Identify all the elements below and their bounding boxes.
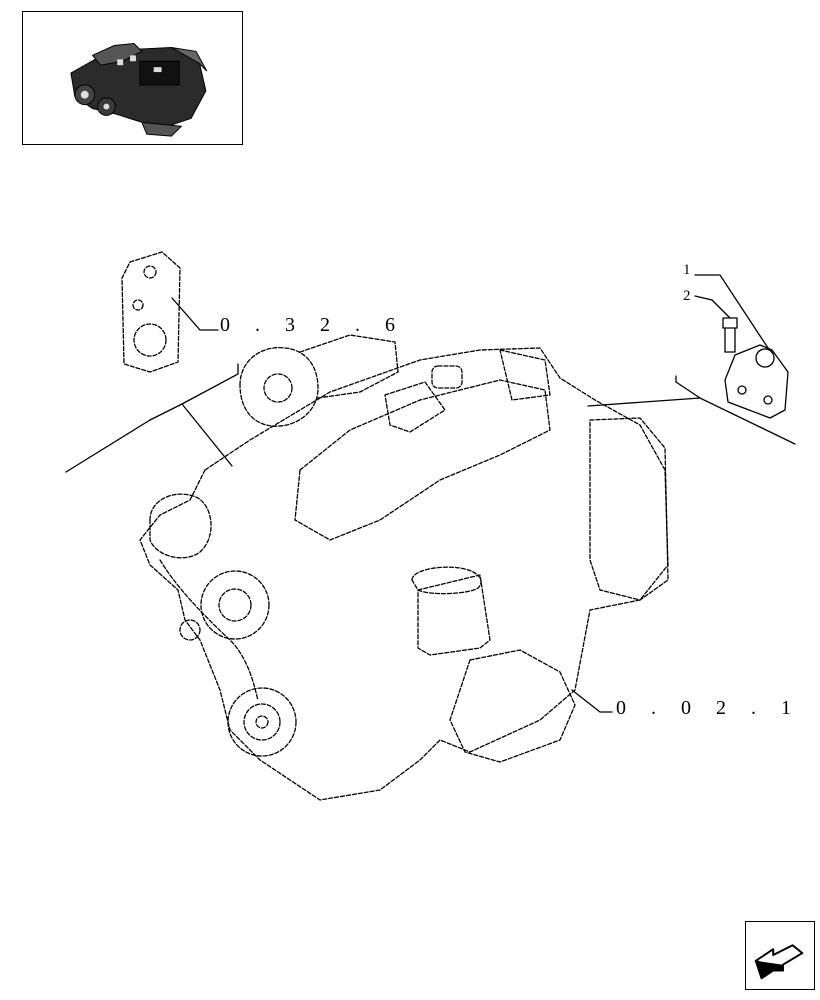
leader-bracket — [587, 397, 796, 445]
bolt — [722, 317, 738, 353]
engine-thumbnail[interactable] — [22, 11, 243, 145]
reference-engine-block[interactable]: 0 . 0 2 . 1 — [616, 697, 801, 719]
leader-engine-main — [65, 419, 151, 473]
callout-item-2[interactable]: 2 — [683, 288, 691, 304]
arrow-back-icon — [754, 944, 804, 980]
oil-pan — [449, 649, 576, 763]
leader-block — [571, 689, 613, 713]
engine-block — [139, 347, 669, 801]
leader-exhaust-fork — [181, 363, 239, 467]
crank-pulley — [227, 687, 297, 757]
mounting-bracket — [724, 344, 789, 419]
engine-thumbnail-icon — [70, 43, 208, 137]
leader-item-1 — [694, 274, 769, 349]
reference-exhaust-manifold[interactable]: 0 . 3 2 . 6 — [220, 314, 405, 336]
leader-item-2 — [694, 295, 731, 319]
timing-housing — [589, 417, 669, 601]
back-navigation-button[interactable] — [745, 921, 815, 990]
callout-item-1[interactable]: 1 — [683, 262, 691, 278]
alternator — [149, 493, 212, 559]
exhaust-gasket-plate — [121, 251, 181, 373]
leader-exhaust — [171, 297, 219, 331]
turbocharger — [239, 347, 319, 427]
oil-filter — [417, 574, 491, 656]
fan-pulley — [200, 570, 270, 640]
